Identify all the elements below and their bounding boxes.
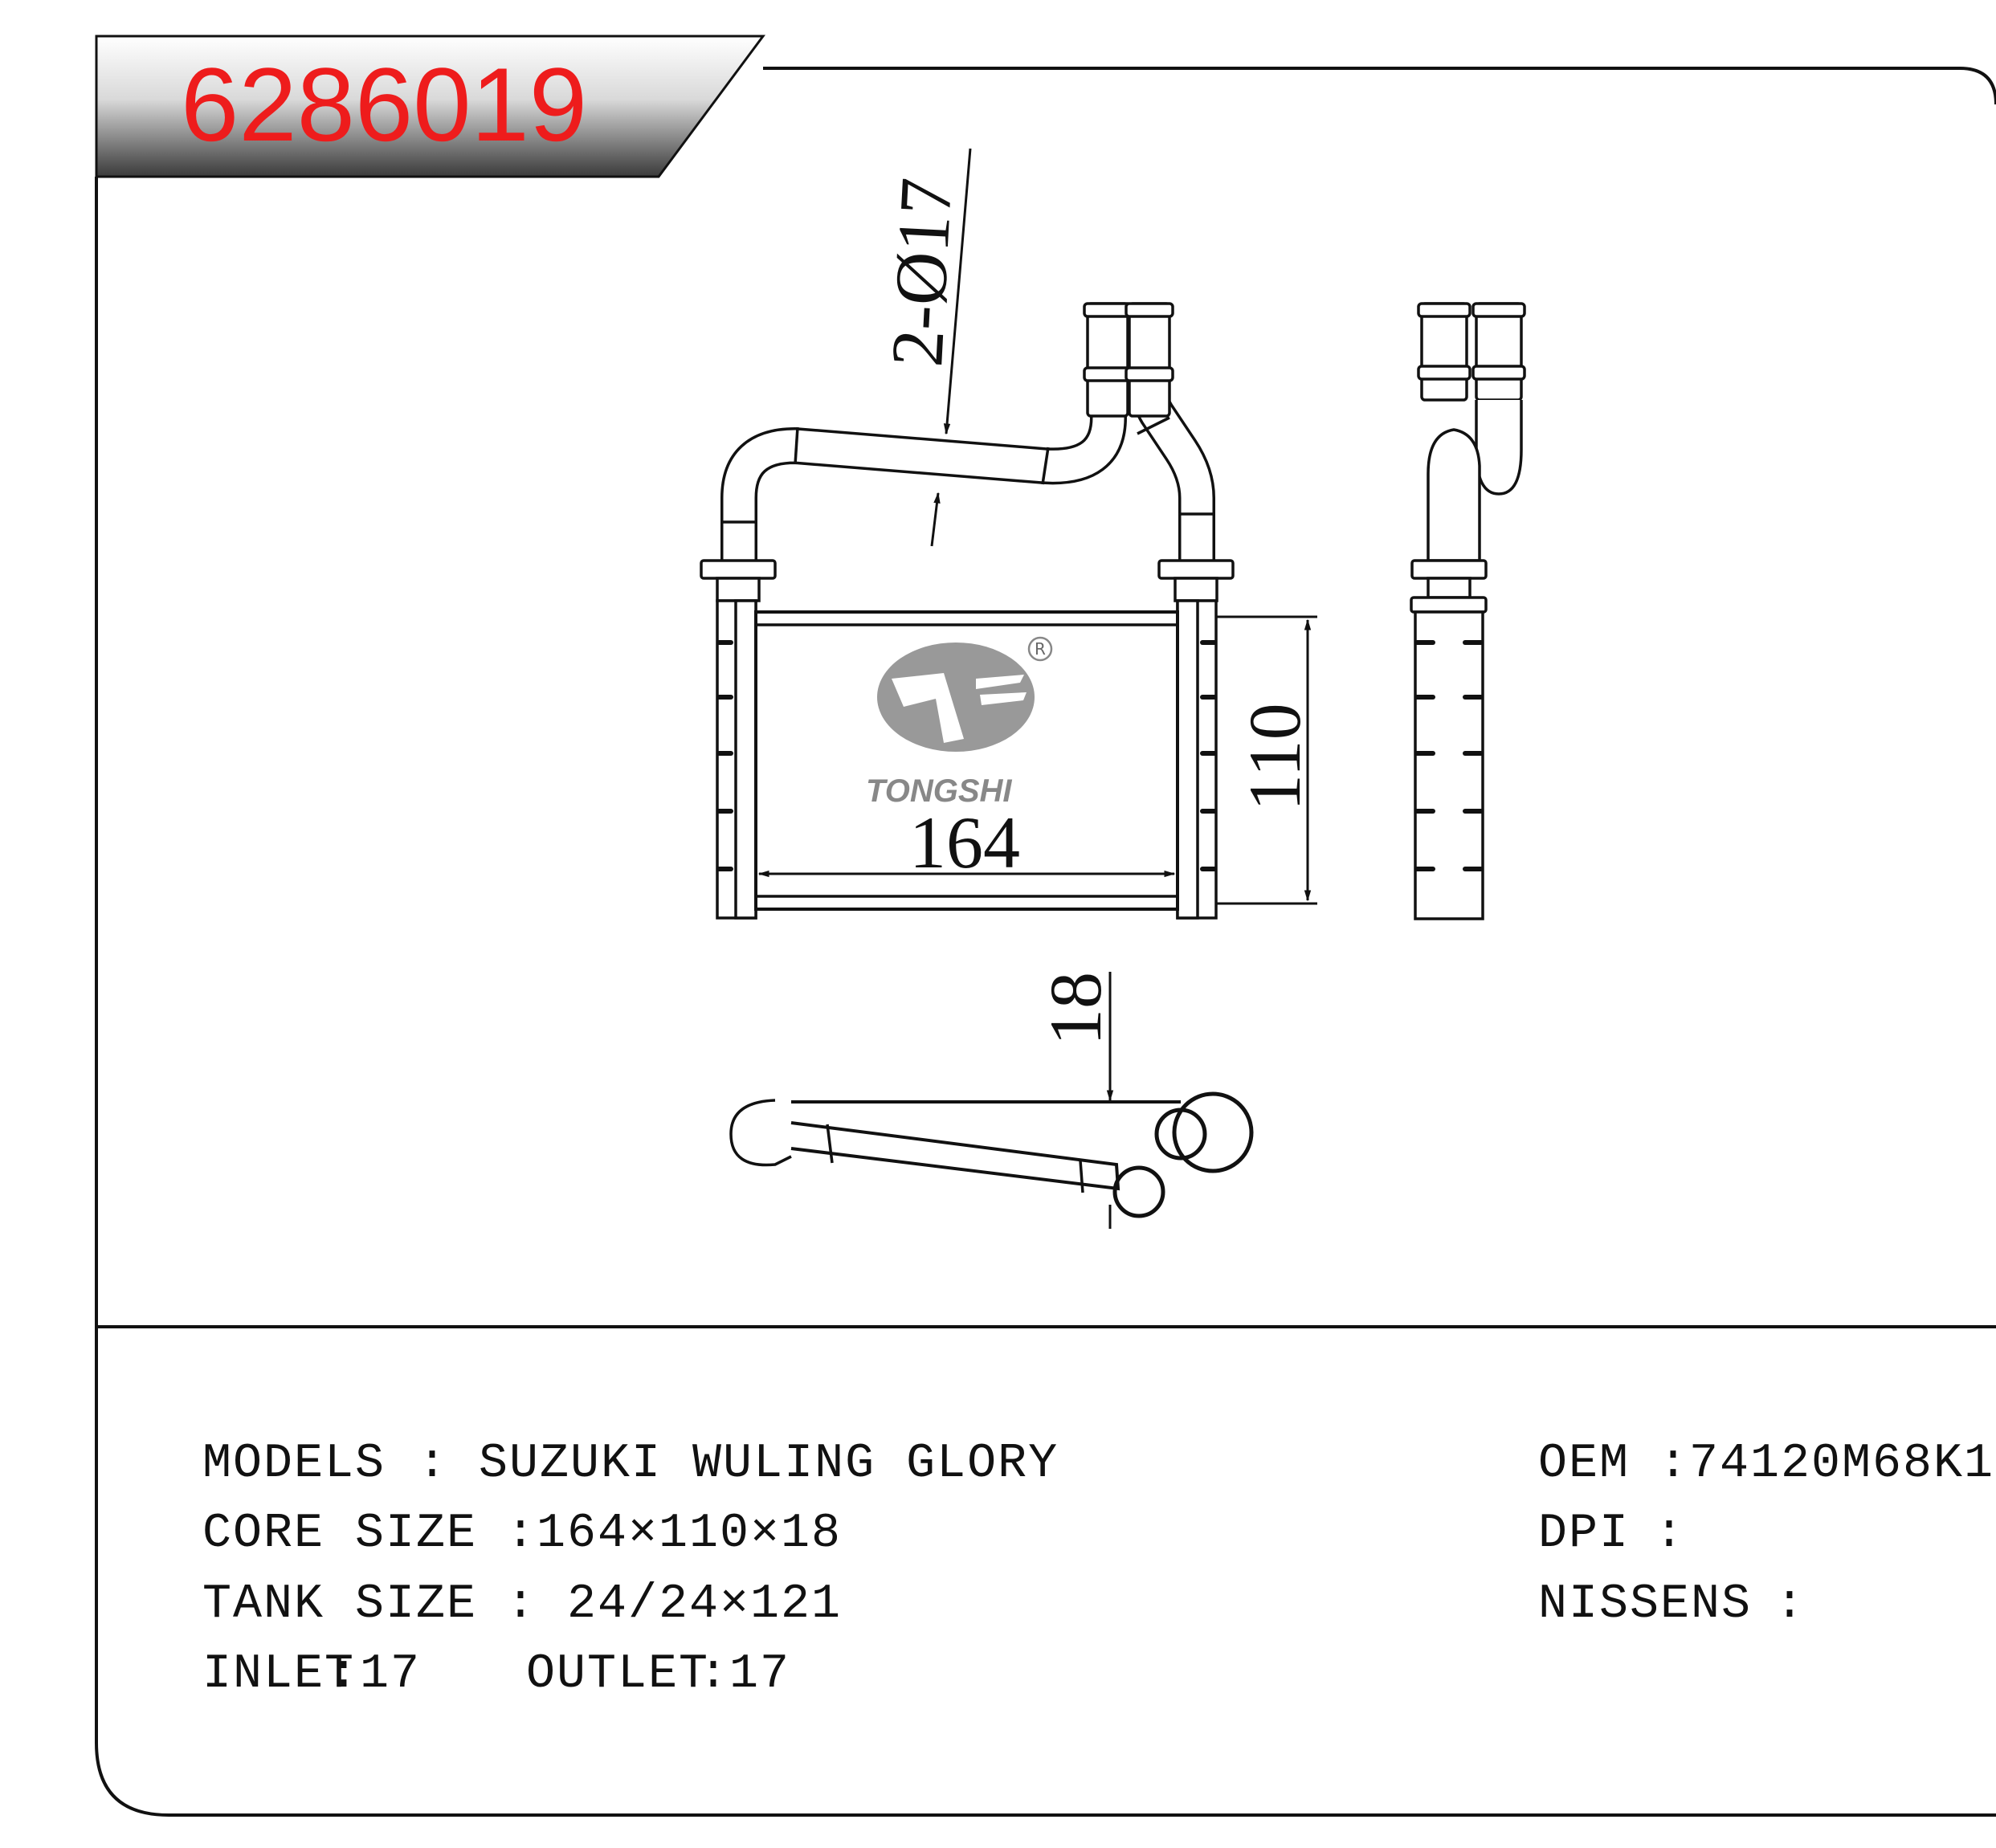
core-width-label: 164: [909, 802, 1020, 883]
outlet-label: OUTLET: [526, 1647, 709, 1702]
top-pipe-end-icon: [1172, 1091, 1254, 1173]
inlet-fitting: [1086, 302, 1129, 418]
inlet-label: INLET: [202, 1647, 355, 1702]
registered-mark-icon: [1027, 636, 1053, 662]
inlet-pipe-inner: [723, 336, 1125, 564]
outlet-value: :17: [699, 1647, 790, 1702]
core-size-value: :164×110×18: [506, 1507, 842, 1561]
dpi-value: :: [1655, 1507, 1685, 1561]
tank-size-value: : 24/24×121: [506, 1577, 842, 1632]
core-size-label: CORE SIZE: [202, 1507, 477, 1561]
registered-mark: R: [1035, 639, 1046, 659]
models-label: MODELS: [202, 1437, 386, 1491]
side-view: [1410, 302, 1526, 920]
logo-emblem-icon: [877, 643, 1035, 752]
spec-block: MODELS : SUZUKI WULING GLORY CORE SIZE :…: [202, 1437, 1996, 1702]
tank-size-label: TANK SIZE: [202, 1577, 477, 1632]
side-core: [1414, 610, 1484, 920]
top-view: [729, 1091, 1254, 1218]
front-view: [700, 302, 1235, 920]
oem-value: :74120M68K10: [1659, 1437, 1996, 1491]
inlet-value: :17: [329, 1647, 421, 1702]
logo-text: TONGSHI: [866, 773, 1012, 809]
core-depth-label: 18: [1035, 972, 1116, 1046]
nissens-label: NISSENS: [1538, 1577, 1752, 1632]
dpi-label: DPI: [1538, 1507, 1630, 1561]
part-number: 6286019: [181, 46, 587, 163]
tongshi-logo: TONGSHI R: [866, 636, 1053, 809]
pipe-diameter-label: 2-Ø17: [876, 176, 967, 369]
core-height-label: 110: [1234, 703, 1316, 811]
outlet-fitting: [1128, 302, 1171, 418]
models-value: : SUZUKI WULING GLORY: [418, 1437, 1059, 1491]
nissens-value: :: [1775, 1577, 1806, 1632]
pipe-diameter-leader: [943, 148, 972, 435]
outer-frame: [95, 67, 1996, 1817]
core: [754, 610, 1179, 911]
header-band: [95, 35, 765, 178]
oem-label: OEM: [1538, 1437, 1630, 1491]
